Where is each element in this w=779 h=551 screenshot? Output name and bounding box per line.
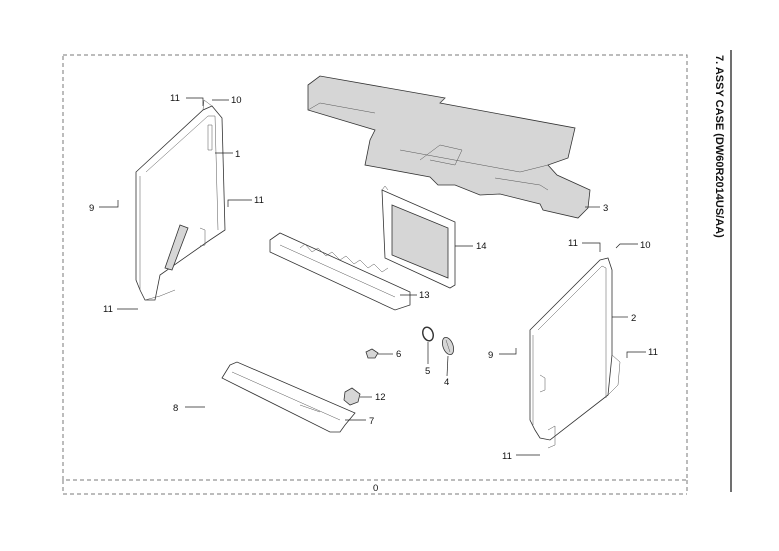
callout-11-left-bottom: 11 xyxy=(103,304,113,315)
callout-12: 12 xyxy=(375,392,386,403)
callout-14: 14 xyxy=(476,241,487,252)
callout-10-right: 10 xyxy=(640,240,651,251)
page-title: 7. ASSY CASE (DW60R2014US/AA) xyxy=(713,55,725,238)
callout-10-left: 10 xyxy=(231,95,242,106)
callout-4: 4 xyxy=(444,377,449,388)
callout-8: 8 xyxy=(173,403,178,414)
part-connector xyxy=(343,387,361,406)
part-left-side-panel xyxy=(135,99,226,301)
callout-2: 2 xyxy=(631,313,636,324)
part-lower-rail xyxy=(269,232,411,311)
part-right-side-panel xyxy=(529,257,621,449)
part-cap xyxy=(441,336,455,356)
callout-11-top-right: 11 xyxy=(568,238,578,249)
callout-9-right: 9 xyxy=(488,350,493,361)
callout-0: 0 xyxy=(373,483,378,494)
callout-5: 5 xyxy=(425,366,430,377)
part-clip xyxy=(365,348,379,359)
part-ring xyxy=(422,326,434,342)
callout-3: 3 xyxy=(603,203,608,214)
callout-7: 7 xyxy=(369,416,374,427)
leader-lines xyxy=(99,97,646,456)
callout-11-right-bottom: 11 xyxy=(502,451,512,462)
callout-11-right-mid: 11 xyxy=(648,347,658,358)
callout-6: 6 xyxy=(396,349,401,360)
callout-11-left-mid: 11 xyxy=(254,195,264,206)
callout-13: 13 xyxy=(419,290,430,301)
callout-9-left: 9 xyxy=(89,203,94,214)
part-top-cover xyxy=(307,75,591,219)
part-inner-panel xyxy=(381,185,456,289)
callout-1: 1 xyxy=(235,149,240,160)
callout-11-top-left: 11 xyxy=(170,93,180,104)
part-toe-kick xyxy=(221,361,356,433)
assembly-frame xyxy=(62,54,688,481)
